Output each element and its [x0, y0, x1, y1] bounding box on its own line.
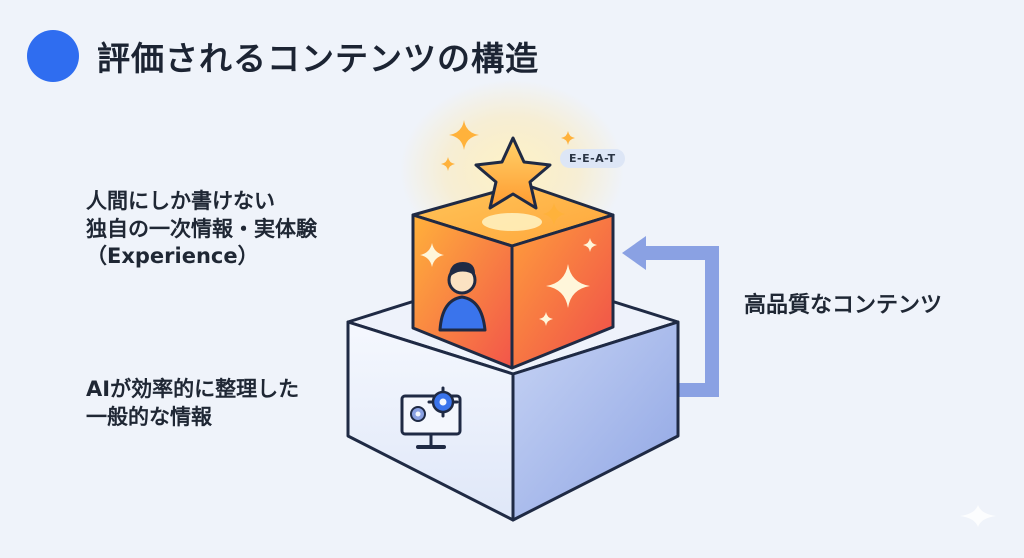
sparkle-icon: [960, 505, 996, 527]
experience-label-line: 人間にしか書けない: [86, 189, 275, 213]
general-info-label-line: AIが効率的に整理した: [86, 377, 300, 401]
sparkle-icon: [420, 238, 597, 326]
monitor-gear-icon: [400, 386, 462, 449]
page-title: 評価されるコンテンツの構造: [97, 39, 539, 78]
page-title-row: 評価されるコンテンツの構造: [27, 30, 539, 82]
return-arrow-icon: [622, 236, 719, 397]
experience-label-line: （Experience）: [86, 244, 259, 269]
general-info-label-line: 一般的な情報: [86, 404, 212, 429]
experience-label: 人間にしか書けない 独自の一次情報・実体験 （Experience）: [86, 188, 317, 271]
person-icon: [438, 262, 487, 332]
high-quality-label: 高品質なコンテンツ: [744, 293, 943, 318]
general-info-label: AIが効率的に整理した 一般的な情報: [86, 376, 299, 431]
experience-label-line: 独自の一次情報・実体験: [86, 216, 317, 241]
title-dot-icon: [27, 30, 79, 82]
star-icon: [474, 136, 552, 210]
sparkle-icon: [441, 120, 575, 225]
experience-cube: [411, 182, 615, 370]
eeat-badge: E-E-A-T: [560, 149, 625, 168]
